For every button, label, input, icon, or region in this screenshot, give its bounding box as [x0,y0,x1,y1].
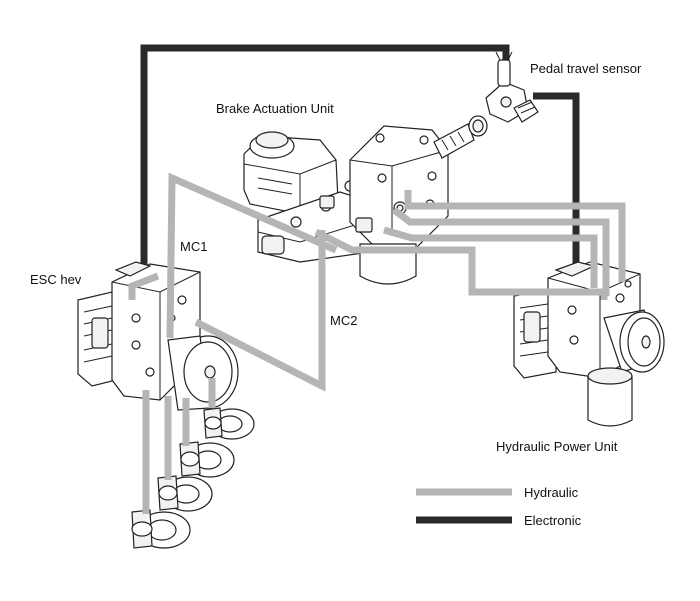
hydraulic-line-mc1 [166,172,338,339]
pedal-travel-sensor [485,51,539,123]
electronic-line-esc-to-pedal-sensor [140,44,510,268]
label-mc1: MC1 [180,239,208,254]
label-pedal-travel-sensor: Pedal travel sensor [530,61,642,76]
label-hydraulic-power-unit: Hydraulic Power Unit [496,439,618,454]
wheel-brake-1 [203,407,255,440]
hydraulic-power-unit [513,261,665,427]
hydraulic-line-bau-hpu-4 [314,228,608,300]
label-mc2: MC2 [330,313,358,328]
hydraulic-lines [128,172,626,514]
wheel-brake-4 [131,509,191,549]
hydraulic-line-mc2 [194,230,326,392]
label-brake-actuation-unit: Brake Actuation Unit [216,101,334,116]
wheel-brake-3 [157,475,213,512]
legend-hydraulic-label: Hydraulic [524,485,579,500]
electronic-lines [140,44,580,268]
label-esc-hev: ESC hev [30,272,82,287]
hydraulic-line-bau-hpu-1 [404,190,626,282]
electronic-line-pedal-sensor-to-hpu [533,92,580,268]
wheel-brakes [131,407,255,549]
legend-electronic-label: Electronic [524,513,582,528]
legend [416,488,512,524]
wheel-brake-2 [179,441,235,478]
hydraulic-line-bau-hpu-3 [383,226,598,288]
hydraulic-line-bau-hpu-2 [391,207,610,296]
hydraulic-line-esc-top [128,272,160,300]
brake-actuation-unit [243,115,488,285]
